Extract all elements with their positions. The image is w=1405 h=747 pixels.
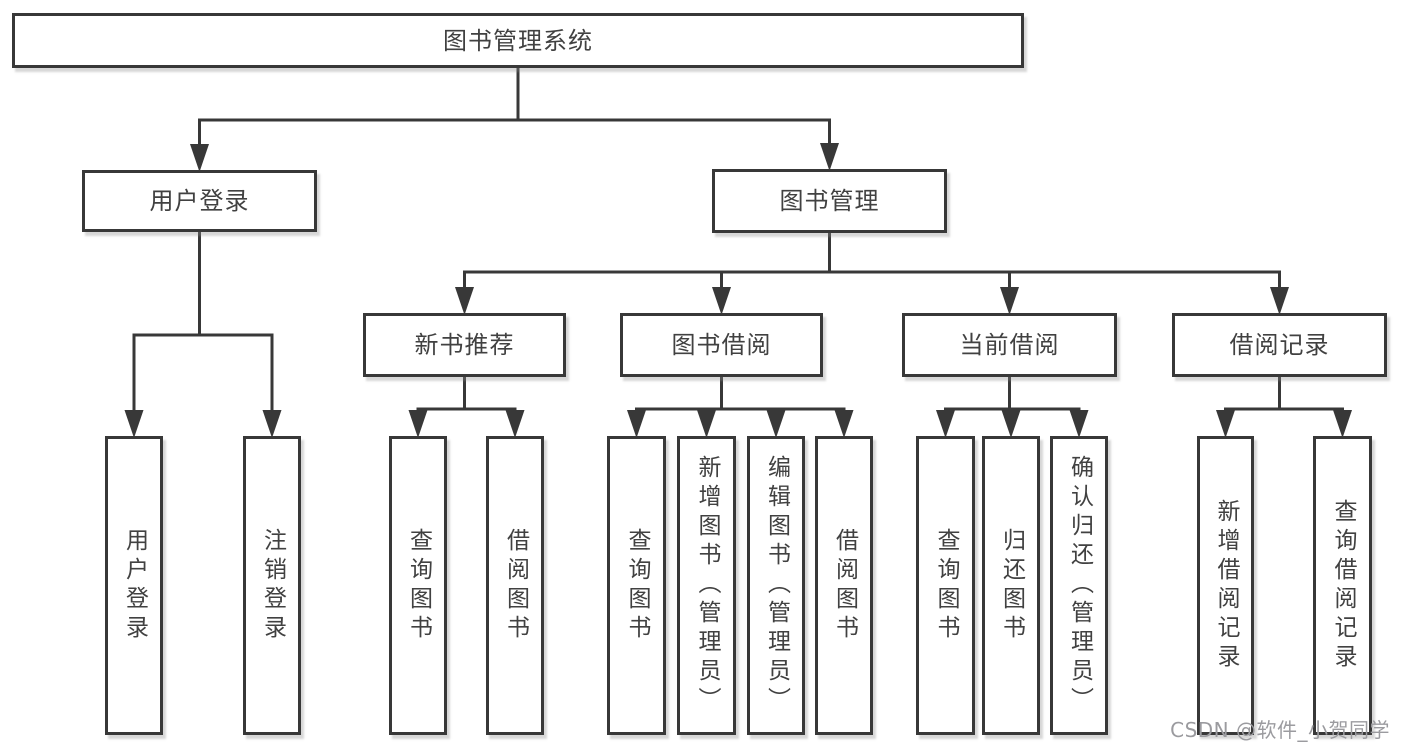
node-label-bb-add-book: 新增图书（管理员） [694, 455, 720, 716]
diagram-node-cb-return-book: 归还图书 [982, 436, 1040, 735]
diagram-node-br-query-record: 查询借阅记录 [1313, 436, 1372, 735]
diagram-node-nbr-query-book: 查询图书 [389, 436, 447, 735]
node-label-system: 图书管理系统 [443, 26, 593, 55]
node-label-bb-edit-book: 编辑图书（管理员） [763, 455, 790, 716]
node-label-br-add-record: 新增借阅记录 [1213, 498, 1239, 673]
diagram-node-br-add-record: 新增借阅记录 [1197, 436, 1254, 735]
diagram-node-bb-add-book: 新增图书（管理员） [677, 436, 736, 735]
node-label-user-login: 用户登录 [121, 527, 148, 644]
diagram-node-login-menu: 用户登录 [82, 170, 317, 232]
diagram-node-nbr-borrow-book: 借阅图书 [486, 436, 544, 735]
diagram-node-borrow-records: 借阅记录 [1172, 313, 1387, 377]
diagram-node-logout: 注销登录 [243, 436, 301, 735]
diagram-node-cb-query-book: 查询图书 [916, 436, 975, 735]
node-label-login-menu: 用户登录 [149, 187, 250, 215]
node-label-current-borrow: 当前借阅 [959, 331, 1060, 359]
node-label-cb-confirm-return: 确认归还（管理员） [1066, 455, 1093, 716]
node-label-logout: 注销登录 [259, 527, 286, 644]
diagram-node-system: 图书管理系统 [12, 13, 1024, 68]
diagram-node-book-mgmt: 图书管理 [712, 169, 947, 233]
diagram-node-user-login: 用户登录 [105, 436, 163, 735]
node-label-cb-return-book: 归还图书 [998, 527, 1025, 644]
diagram-node-bb-borrow-book: 借阅图书 [815, 436, 873, 735]
node-label-nbr-query-book: 查询图书 [405, 527, 432, 644]
node-label-book-borrow: 图书借阅 [671, 331, 772, 359]
diagram-node-current-borrow: 当前借阅 [902, 313, 1117, 377]
diagram-node-bb-edit-book: 编辑图书（管理员） [747, 436, 805, 735]
diagram-node-bb-query-book: 查询图书 [607, 436, 666, 735]
node-label-cb-query-book: 查询图书 [933, 527, 959, 644]
node-label-bb-query-book: 查询图书 [624, 527, 650, 644]
diagram-node-new-book-rec: 新书推荐 [363, 313, 566, 377]
node-label-new-book-rec: 新书推荐 [414, 331, 515, 359]
node-label-nbr-borrow-book: 借阅图书 [502, 527, 529, 644]
csdn-watermark: CSDN @软件_小贺同学 [1170, 718, 1390, 742]
node-label-bb-borrow-book: 借阅图书 [831, 527, 858, 644]
diagram-node-cb-confirm-return: 确认归还（管理员） [1050, 436, 1108, 735]
node-label-book-mgmt: 图书管理 [779, 187, 880, 215]
node-label-borrow-records: 借阅记录 [1229, 331, 1330, 359]
node-label-br-query-record: 查询借阅记录 [1330, 498, 1356, 673]
diagram-node-book-borrow: 图书借阅 [620, 313, 823, 377]
